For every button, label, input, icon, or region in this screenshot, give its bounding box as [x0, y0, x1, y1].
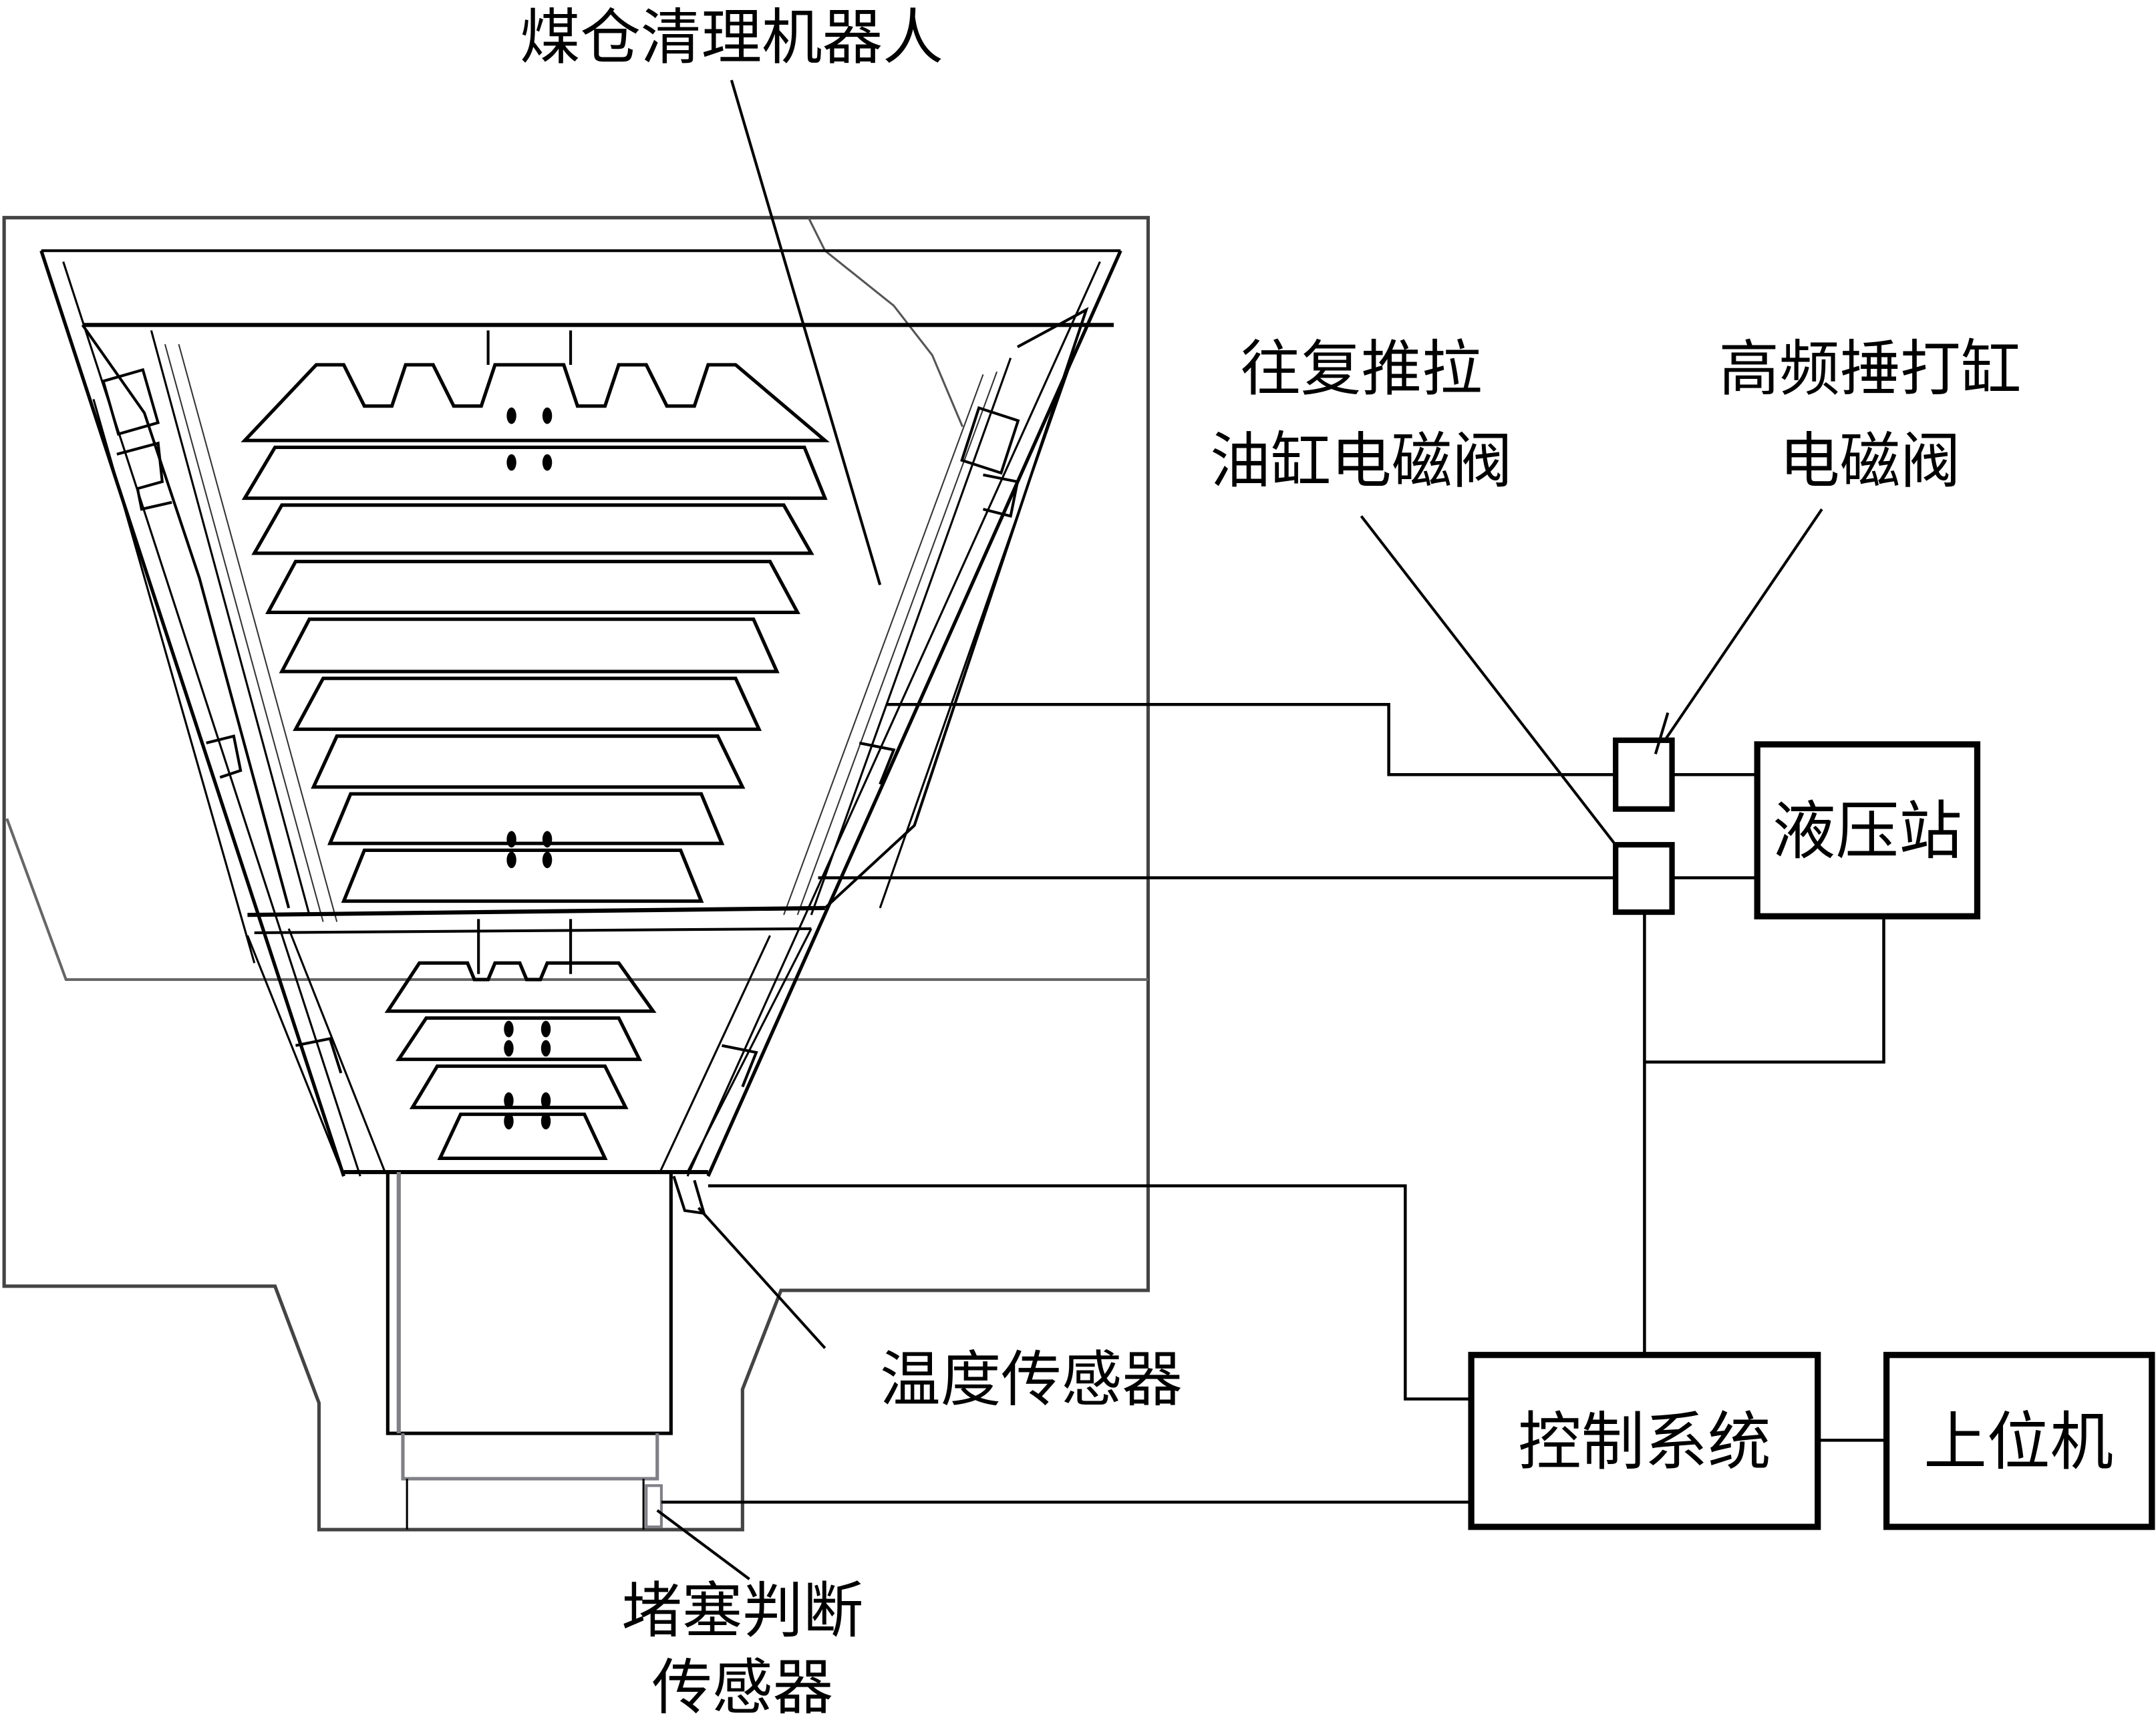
left-brackets: [101, 368, 343, 1074]
lower-bolts: [504, 1020, 551, 1130]
push-pull-valve-label-line1: 往复推拉: [1240, 334, 1482, 404]
temperature-sensor-device: [672, 1175, 706, 1215]
right-brackets: [722, 406, 1020, 1088]
hammer-valve-leader-end: [1654, 712, 1670, 754]
leader-lines: [656, 80, 1823, 1580]
robot-label: 煤仓清理机器人: [520, 3, 943, 73]
signal-wires: [661, 703, 1887, 1504]
control-system-label: 控制系统: [1518, 1405, 1771, 1479]
push-pull-cylinder-valve: [1613, 842, 1675, 915]
host-computer-box: 上位机: [1883, 1352, 2155, 1530]
bunker-structure: [2, 216, 1150, 1532]
control-system-box: 控制系统: [1468, 1352, 1821, 1530]
hammer-valve-label-line2: 电磁阀: [1779, 426, 1961, 496]
push-pull-valve-label-line2: 油缸电磁阀: [1210, 426, 1513, 496]
lower-plate-stack: [384, 919, 657, 1161]
upper-plate-stack: [241, 330, 830, 903]
temperature-sensor-label: 温度传感器: [880, 1345, 1183, 1415]
hammer-valve-label-line1: 高频捶打缸: [1719, 334, 2022, 404]
hammer-cylinder-valve: [1613, 737, 1675, 812]
blockage-sensor-label-line1: 堵塞判断: [621, 1576, 863, 1646]
hydraulic-station-box: 液压站: [1754, 741, 1981, 919]
host-computer-label: 上位机: [1923, 1405, 2113, 1479]
hopper-walls: [39, 249, 1122, 1177]
hydraulic-station-label: 液压站: [1773, 795, 1962, 869]
outlet-chute: [386, 1170, 673, 1530]
blockage-sensor-label-line2: 传感器: [652, 1653, 834, 1723]
blockage-sensor-device: [645, 1484, 663, 1529]
upper-bolts: [506, 407, 553, 869]
